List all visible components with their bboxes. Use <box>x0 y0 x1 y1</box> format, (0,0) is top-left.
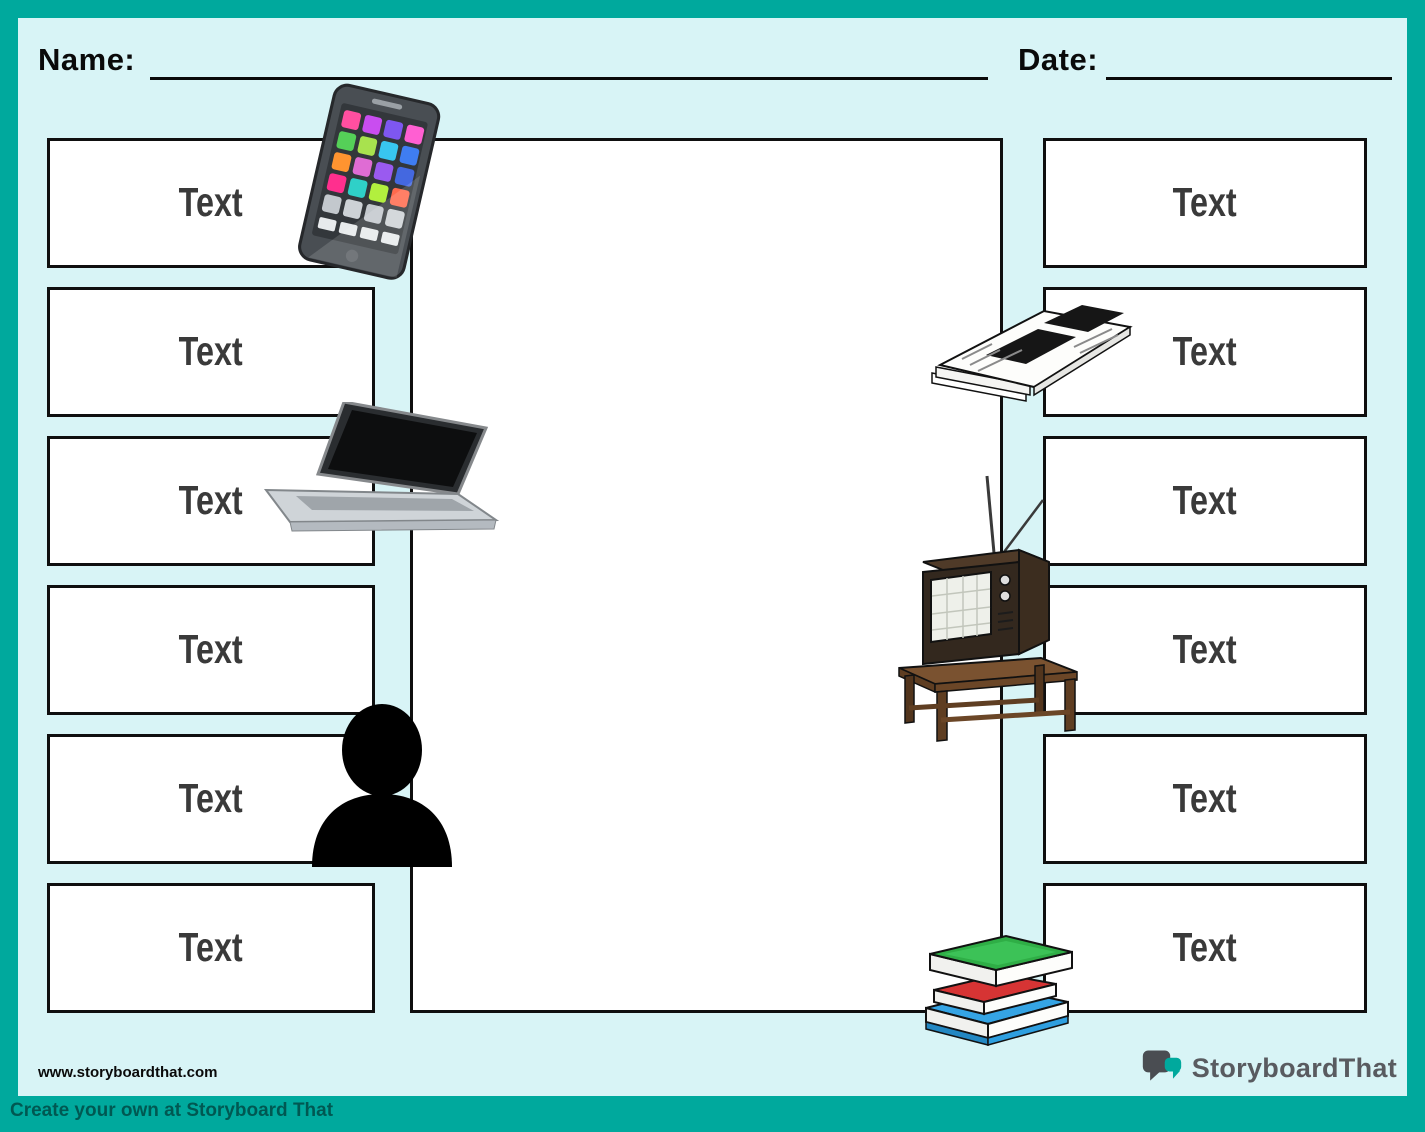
speech-bubble-logo-icon <box>1141 1048 1183 1089</box>
text-box-right-4[interactable]: Text <box>1043 585 1367 715</box>
text-box-label: Text <box>178 477 244 524</box>
text-box-label: Text <box>178 626 244 673</box>
text-box-label: Text <box>1172 924 1238 971</box>
text-box-label: Text <box>178 328 244 375</box>
text-box-right-6[interactable]: Text <box>1043 883 1367 1013</box>
text-box-label: Text <box>178 924 244 971</box>
text-box-label: Text <box>178 179 244 226</box>
text-box-right-5[interactable]: Text <box>1043 734 1367 864</box>
text-box-label: Text <box>1172 775 1238 822</box>
text-box-label: Text <box>1172 179 1238 226</box>
storyboardthat-logo: StoryboardThat <box>1141 1048 1397 1088</box>
name-line <box>150 77 988 80</box>
date-label: Date: <box>1018 42 1099 77</box>
person-silhouette-icon <box>306 702 456 867</box>
name-label: Name: <box>38 42 136 77</box>
text-box-left-6[interactable]: Text <box>47 883 375 1013</box>
tv-on-table-icon <box>895 472 1080 742</box>
footer-website-url[interactable]: www.storyboardthat.com <box>38 1064 218 1081</box>
text-box-label: Text <box>178 775 244 822</box>
center-writing-box[interactable] <box>410 138 1003 1013</box>
book-stack-icon <box>910 896 1075 1054</box>
text-box-left-3[interactable]: Text <box>47 436 375 566</box>
brand-name: StoryboardThat <box>1191 1052 1397 1083</box>
text-box-right-3[interactable]: Text <box>1043 436 1367 566</box>
text-box-left-2[interactable]: Text <box>47 287 375 417</box>
smartphone-icon <box>294 80 461 283</box>
text-box-label: Text <box>1172 328 1238 375</box>
newspaper-icon <box>925 295 1137 413</box>
footer-credit-text: Create your own at Storyboard That <box>10 1100 334 1121</box>
text-box-right-1[interactable]: Text <box>1043 138 1367 268</box>
text-box-label: Text <box>1172 626 1238 673</box>
laptop-icon <box>260 400 500 537</box>
date-line <box>1106 77 1392 80</box>
text-box-label: Text <box>1172 477 1238 524</box>
text-box-left-4[interactable]: Text <box>47 585 375 715</box>
